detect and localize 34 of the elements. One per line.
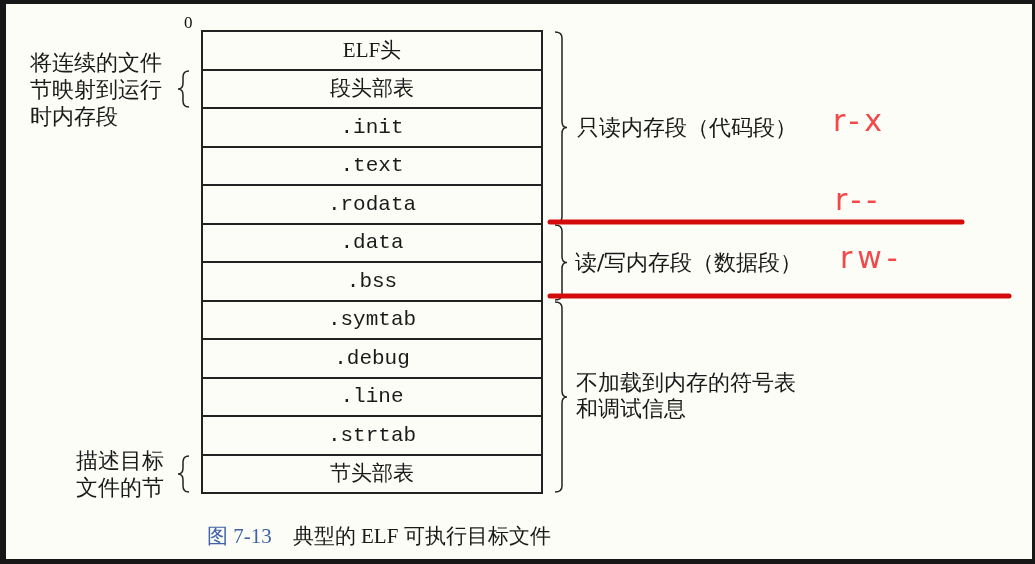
side-note: 描述目标文件的节 (76, 447, 165, 501)
section-name: .rodata (327, 192, 417, 217)
handwritten-note: rw- (840, 243, 903, 273)
section-row (201, 69, 543, 109)
section-row (201, 107, 543, 148)
section-name: .symtab (327, 308, 417, 332)
handwritten-note: r-- (835, 185, 883, 215)
section-row (201, 261, 543, 302)
section-name: .line (340, 385, 404, 409)
section-row (201, 146, 543, 186)
side-note: 将连续的文件节映射到运行时内存段 (30, 48, 163, 130)
section-name: 段头部表 (330, 77, 414, 101)
segment-label: 不加载到内存的符号表和调试信息 (576, 370, 797, 422)
figure-caption: 图 7-13 典型的 ELF 可执行目标文件 (207, 525, 551, 549)
section-name: .debug (334, 346, 410, 371)
segment-label: 读/写内存段（数据段） (575, 250, 804, 276)
section-row (201, 223, 543, 263)
section-row (201, 30, 543, 71)
section-name: .data (340, 231, 404, 255)
offset-label: 0 (184, 14, 193, 31)
section-name: 节头部表 (330, 462, 414, 486)
section-name: .bss (346, 269, 398, 294)
section-row (201, 454, 543, 494)
section-row (201, 338, 543, 379)
section-row (201, 184, 543, 225)
section-name: .text (340, 154, 404, 178)
section-name: .strtab (327, 423, 417, 448)
section-row (201, 377, 543, 417)
section-name: ELF头 (342, 38, 402, 63)
section-row (201, 415, 543, 456)
section-name: .init (340, 115, 404, 140)
handwritten-note: r-x (833, 106, 887, 136)
section-row (201, 300, 543, 340)
segment-label: 只读内存段（代码段） (577, 115, 798, 141)
